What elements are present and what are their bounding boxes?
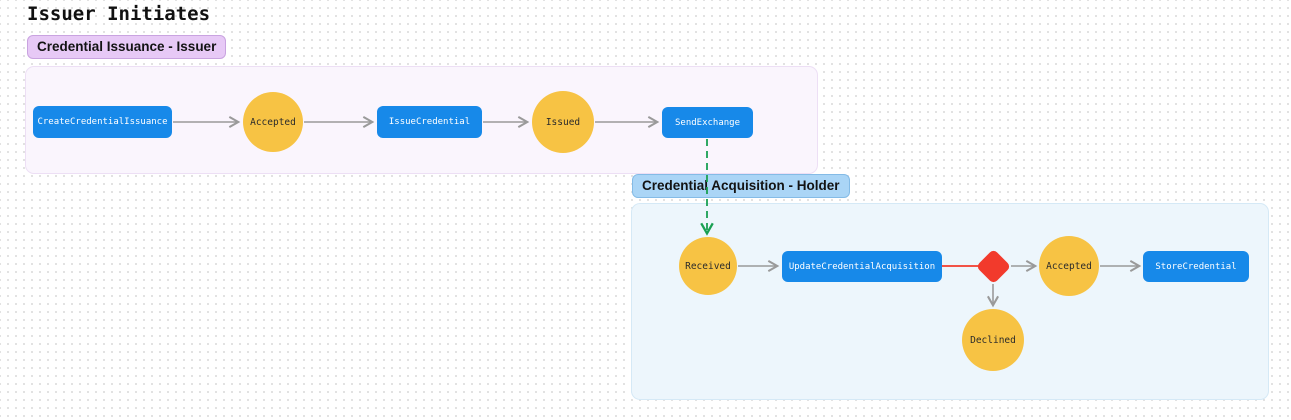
holder-lane-panel <box>631 203 1269 400</box>
state-issued[interactable]: Issued <box>532 91 594 153</box>
state-declined[interactable]: Declined <box>962 309 1024 371</box>
task-create-credential-issuance[interactable]: CreateCredentialIssuance <box>33 106 172 138</box>
page-title: Issuer Initiates <box>27 3 211 25</box>
issuer-lane-badge: Credential Issuance - Issuer <box>27 35 227 59</box>
task-store-credential[interactable]: StoreCredential <box>1143 251 1249 282</box>
state-accepted-holder[interactable]: Accepted <box>1039 236 1099 296</box>
task-update-credential-acquisition[interactable]: UpdateCredentialAcquisition <box>782 251 942 282</box>
state-accepted-issuer[interactable]: Accepted <box>243 92 303 152</box>
task-issue-credential[interactable]: IssueCredential <box>377 106 482 138</box>
state-received[interactable]: Received <box>679 237 737 295</box>
holder-lane-badge: Credential Acquisition - Holder <box>632 174 850 198</box>
task-send-exchange[interactable]: SendExchange <box>662 107 753 138</box>
